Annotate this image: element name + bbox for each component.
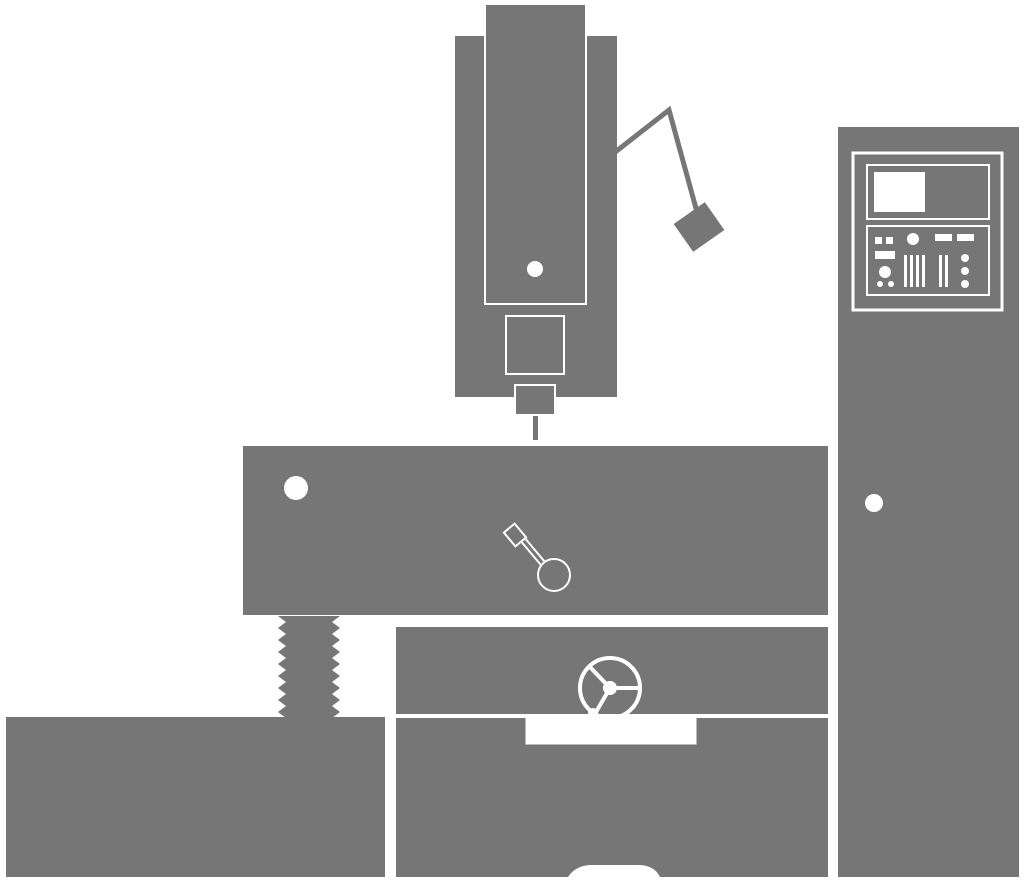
locking-lever-icon	[502, 522, 571, 592]
key-3	[935, 234, 952, 241]
knob-3	[877, 281, 883, 287]
lower-base	[396, 718, 828, 877]
key-2	[886, 237, 893, 244]
key-column-2	[910, 255, 913, 287]
handwheel-hub	[603, 681, 617, 695]
knob-1	[907, 233, 919, 245]
saddle-block	[396, 627, 828, 714]
base-bottom-cutout	[568, 865, 660, 877]
electrode-holder-box	[505, 315, 565, 375]
key-column-4	[922, 255, 925, 287]
key-column-5	[939, 255, 942, 287]
quill-column	[484, 3, 587, 305]
pendant-box	[673, 202, 725, 252]
knob-2	[879, 266, 891, 278]
key-column-3	[916, 255, 919, 287]
spindle-head	[455, 3, 617, 440]
control-cabinet	[838, 127, 1019, 877]
screw-thread	[278, 616, 340, 718]
tank-body	[243, 446, 828, 615]
tank-indicator-dot	[284, 476, 308, 500]
key-4	[957, 234, 974, 241]
button-2	[961, 267, 969, 275]
button-1	[961, 254, 969, 262]
key-5	[875, 251, 895, 259]
table-base	[396, 627, 828, 877]
electrode-tip	[533, 416, 538, 440]
key-column-6	[945, 255, 948, 287]
lever-knob	[537, 558, 571, 592]
cabinet-handle-dot	[865, 494, 883, 512]
lift-screw	[278, 616, 340, 718]
handwheel-icon	[578, 656, 642, 720]
cnc-control-panel-icon	[851, 151, 1004, 312]
quill-indicator-dot	[527, 261, 543, 277]
lever-grip	[502, 522, 528, 548]
remote-pendant-icon	[612, 105, 725, 252]
button-3	[961, 280, 969, 288]
handwheel-handle	[588, 708, 598, 718]
work-tank	[243, 446, 828, 615]
pendant-arm	[612, 105, 700, 213]
base-notch-outline	[525, 716, 697, 745]
display-screen	[874, 172, 925, 212]
electrode-chuck	[514, 384, 556, 416]
key-1	[875, 237, 882, 244]
knob-4	[888, 281, 894, 287]
left-base	[6, 717, 385, 877]
key-column-1	[904, 255, 907, 287]
